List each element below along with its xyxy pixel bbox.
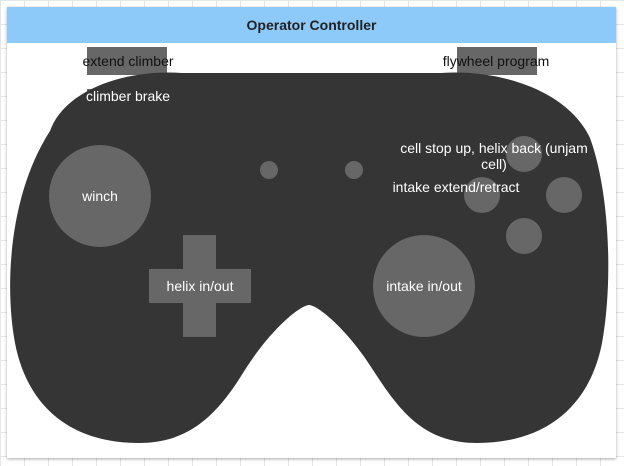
- start-button: [345, 161, 363, 179]
- panel-header: Operator Controller: [7, 7, 616, 43]
- left-bumper: [87, 47, 167, 75]
- y-button-label: cell stop up, helix back (unjam cell): [400, 140, 588, 172]
- dpad-icon: [149, 235, 251, 337]
- right-stick-label: intake in/out: [386, 278, 462, 294]
- y-button: [506, 136, 542, 172]
- gamepad-svg: [10, 47, 609, 443]
- dpad-label: helix in/out: [166, 278, 234, 294]
- panel-title: Operator Controller: [246, 17, 377, 33]
- right-stick: [373, 235, 475, 337]
- x-button-label: intake extend/retract: [392, 179, 520, 195]
- b-button: [546, 177, 582, 213]
- face-buttons: [464, 136, 582, 254]
- back-button: [260, 161, 278, 179]
- controller-diagram: extend climber climber brake flywheel pr…: [7, 43, 616, 458]
- right-bumper: [457, 47, 537, 75]
- left-stick: [49, 145, 151, 247]
- a-button: [506, 218, 542, 254]
- left-stick-label: winch: [82, 188, 118, 204]
- left-trigger-label: climber brake: [85, 88, 171, 104]
- right-bumper-label: flywheel program: [442, 53, 550, 69]
- gamepad-body: [10, 72, 609, 443]
- left-bumper-label: extend climber: [82, 53, 174, 69]
- x-button: [464, 177, 500, 213]
- operator-controller-panel: Operator Controller: [7, 7, 616, 458]
